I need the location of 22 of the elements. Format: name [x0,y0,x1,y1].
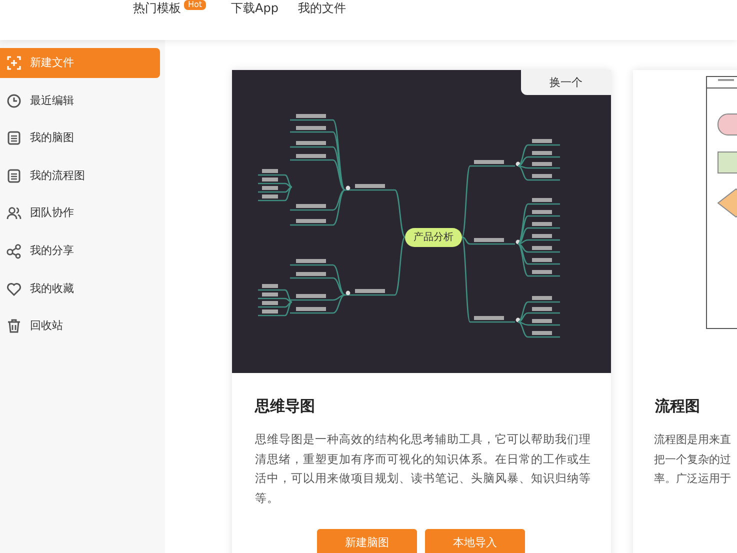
swap-button: 换一个 [521,70,611,95]
card-description: 流程图是用来直 [654,432,731,448]
menu-item: 新建文件 [0,48,160,78]
nav-link: 我的文件 [298,0,346,17]
nav-link: 下载App [231,0,278,17]
menu-item: 回收站 [0,311,160,342]
menu-item: 我的流程图 [0,160,160,191]
menu-item: 我的脑图 [0,123,160,154]
menu-item: 我的收藏 [0,274,160,304]
action-button: 本地导入 [425,529,525,553]
card-description: 率。广泛运用于 [654,471,731,487]
menu-item: 团队协作 [0,198,160,228]
card-title: 思维导图 [255,397,315,416]
card-description: 把一个复杂的过 [654,452,731,468]
card-description: 思维导图是一种高效的结构化思考辅助工具，它可以帮助我们理清思绪，重塑更加有序而可视化的知识体系。在日常的工作或生活中，可以用来做项目规划、读书笔记、头脑风暴、知识归纳等等。 [255,431,591,506]
menu-item: 最近编辑 [0,86,160,116]
action-button: 新建脑图 [317,529,417,553]
menu-item: 我的分享 [0,236,160,266]
hot-badge: Hot [184,0,206,10]
card-title: 流程图 [655,397,700,416]
nav-link: 热门模板 [133,0,181,17]
topic-label: 产品分析 [412,230,454,245]
